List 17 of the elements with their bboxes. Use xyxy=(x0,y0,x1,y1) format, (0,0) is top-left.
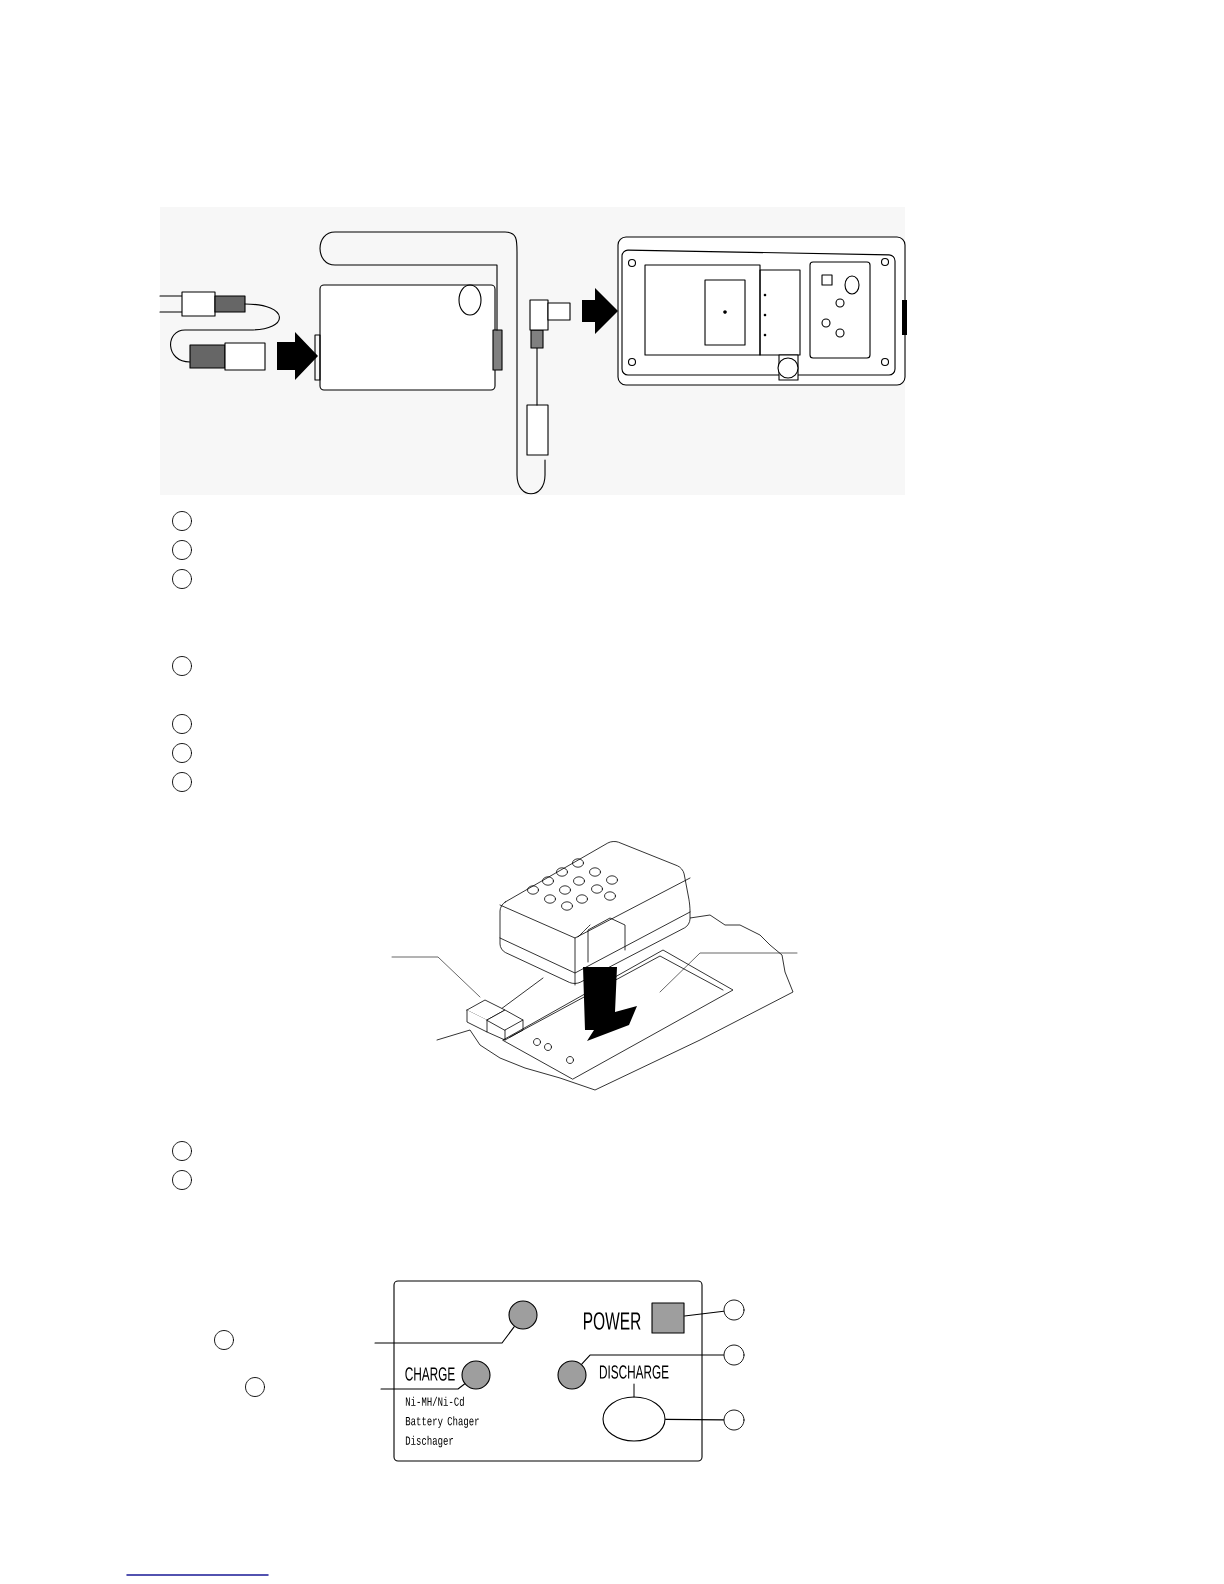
discharge-label: DISCHARGE xyxy=(599,1365,669,1379)
leader-line xyxy=(374,1326,515,1344)
callout-circle xyxy=(723,1409,745,1431)
leader-line xyxy=(380,1383,466,1390)
indicator-lamp xyxy=(557,1360,587,1390)
callout-circle xyxy=(723,1344,745,1366)
leader-line xyxy=(684,1310,725,1317)
discharge-button xyxy=(602,1396,666,1442)
power-label: POWER xyxy=(584,1312,641,1330)
indicator-lamp xyxy=(508,1300,538,1330)
model-description: Ni-MH/Ni-Cd Battery Chager Dischager xyxy=(405,1396,479,1448)
power-lamp xyxy=(651,1302,685,1334)
leader-line xyxy=(581,1354,725,1365)
indicator-lamp xyxy=(461,1360,491,1390)
leader-line xyxy=(665,1418,725,1421)
callout-circle xyxy=(723,1299,745,1321)
charge-label: CHARGE xyxy=(405,1367,455,1381)
